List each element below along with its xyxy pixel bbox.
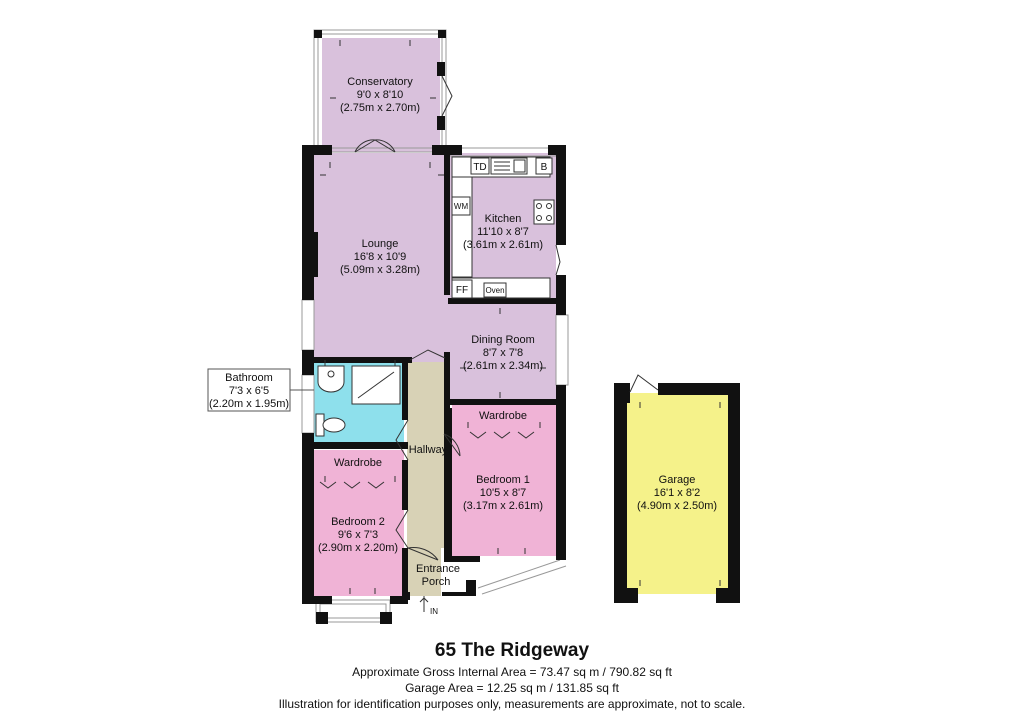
- dining-fill: [448, 303, 556, 400]
- entry-label: IN: [430, 607, 438, 616]
- bedroom2-dims: 9'6 x 7'3: [338, 529, 378, 541]
- ff-label: FF: [456, 285, 468, 296]
- gross-area-line: Approximate Gross Internal Area = 73.47 …: [352, 665, 672, 679]
- entry-arrow-icon: [419, 597, 429, 612]
- lounge-name: Lounge: [362, 238, 399, 250]
- kitchen-metric: (3.61m x 2.61m): [463, 239, 543, 251]
- wm-label: WM: [454, 202, 469, 211]
- bedroom2-wardrobe: Wardrobe: [334, 457, 382, 469]
- dining-name: Dining Room: [471, 334, 535, 346]
- wm-box: [451, 196, 471, 216]
- doors: [354, 75, 659, 604]
- b-label: B: [541, 162, 548, 173]
- bay-window-fill: [460, 558, 556, 590]
- bathroom-callout: Bathroom 7'3 x 6'5 (2.20m x 1.95m): [207, 368, 314, 412]
- walls: [302, 30, 740, 624]
- oven-box: [483, 282, 507, 298]
- td-label: TD: [473, 162, 486, 173]
- lounge-dims: 16'8 x 10'9: [354, 251, 407, 263]
- floor-plan: TD B WM FF Oven Conservatory 9'0 x 8'10 …: [207, 29, 740, 624]
- bedroom1-metric: (3.17m x 2.61m): [463, 500, 543, 512]
- bedroom1-name: Bedroom 1: [476, 474, 530, 486]
- disclaimer-line: Illustration for identification purposes…: [278, 697, 746, 711]
- conservatory-metric: (2.75m x 2.70m): [340, 102, 420, 114]
- bedroom1-dims: 10'5 x 8'7: [480, 487, 526, 499]
- basin: [317, 365, 345, 393]
- garage-area-line: Garage Area = 12.25 sq m / 131.85 sq ft: [405, 681, 619, 695]
- bedroom2-metric: (2.90m x 2.20m): [318, 542, 398, 554]
- ff-box: [451, 279, 473, 299]
- porch-name-line1: Entrance: [416, 563, 460, 575]
- hallway-name: Hallway: [409, 444, 448, 456]
- porch-name-line2: Porch: [422, 576, 451, 588]
- porch-fill: [407, 548, 441, 596]
- worktop-left: [451, 176, 473, 278]
- hob: [533, 199, 555, 225]
- toilet-bowl: [322, 417, 346, 433]
- kitchen-fixtures: TD B WM FF Oven: [451, 156, 555, 299]
- conservatory-name: Conservatory: [347, 76, 413, 88]
- room-labels: Conservatory 9'0 x 8'10 (2.75m x 2.70m) …: [318, 76, 717, 616]
- td-box: [470, 157, 490, 175]
- lounge-metric: (5.09m x 3.28m): [340, 264, 420, 276]
- garage-name: Garage: [659, 474, 696, 486]
- garage-fill: [627, 393, 728, 594]
- oven-label: Oven: [485, 286, 504, 295]
- lounge-lower-fill: [410, 300, 448, 362]
- bathroom-metric: (2.20m x 1.95m): [209, 398, 289, 410]
- property-title: 65 The Ridgeway: [434, 640, 590, 661]
- conservatory-dims: 9'0 x 8'10: [357, 89, 403, 101]
- bedroom2-name: Bedroom 2: [331, 516, 385, 528]
- bedroom1-fill: [452, 404, 556, 556]
- bedroom1-wardrobe: Wardrobe: [479, 410, 527, 422]
- kitchen-dims: 11'10 x 8'7: [477, 226, 529, 238]
- b-box: [535, 157, 553, 175]
- bathroom-dims: 7'3 x 6'5: [229, 385, 269, 397]
- dining-dims: 8'7 x 7'8: [483, 347, 523, 359]
- bathroom-fixtures: [315, 365, 401, 437]
- garage-dims: 16'1 x 8'2: [654, 487, 700, 499]
- dining-metric: (2.61m x 2.34m): [463, 360, 543, 372]
- room-fills: [314, 38, 728, 596]
- hallway-fill: [407, 362, 444, 548]
- bedroom2-fill: [314, 450, 404, 596]
- garage-metric: (4.90m x 2.50m): [637, 500, 717, 512]
- kitchen-name: Kitchen: [485, 213, 522, 225]
- bathroom-name: Bathroom: [225, 372, 273, 384]
- wardrobe-marks: [319, 431, 535, 489]
- plan-footer: 65 The Ridgeway Approximate Gross Intern…: [0, 638, 1024, 712]
- conservatory-fill: [322, 38, 440, 152]
